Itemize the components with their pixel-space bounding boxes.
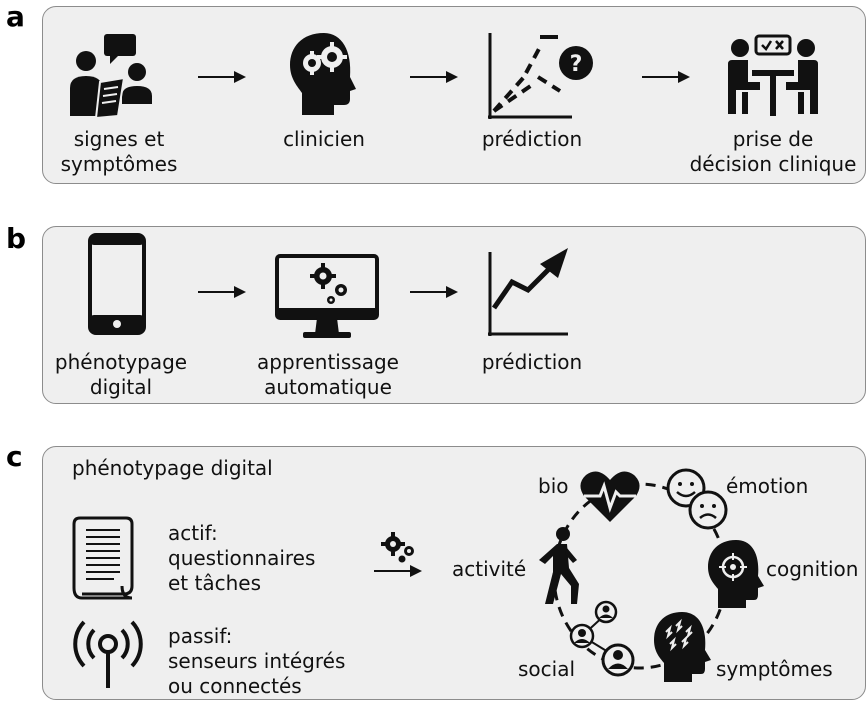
arrow-right-icon: [642, 71, 690, 83]
panel-b: [42, 226, 866, 404]
smartphone-icon: [88, 233, 146, 335]
walking-person-icon: [539, 527, 579, 604]
people-talking-icon: [70, 34, 152, 120]
arrow-right-icon: [410, 71, 458, 83]
cycle-label-bio: bio: [538, 474, 569, 498]
cycle-label-emotion: émotion: [726, 474, 809, 498]
step-label-signes-symptomes: signes et symptômes: [60, 127, 178, 176]
active-label: actif: questionnaires et tâches: [168, 521, 316, 595]
antenna-signal-icon: [73, 620, 143, 688]
arrow-right-icon: [198, 286, 246, 298]
panel-letter-c: c: [6, 440, 23, 473]
question-chart-icon: ?: [488, 33, 593, 119]
svg-text:?: ?: [570, 52, 583, 77]
step-label-apprentissage: apprentissage automatique: [257, 350, 399, 399]
step-label-prediction-b: prédiction: [481, 350, 583, 374]
passive-label: passif: senseurs intégrés ou connectés: [168, 624, 346, 698]
step-label-phenotypage-b: phénotypage digital: [54, 350, 188, 399]
step-label-prediction-a: prédiction: [481, 127, 583, 151]
step-label-clinicien: clinicien: [283, 127, 365, 151]
head-target-icon: [708, 540, 764, 608]
cycle-label-social: social: [518, 657, 576, 681]
panel-c-title: phénotypage digital: [72, 456, 273, 480]
head-gears-icon: [290, 33, 356, 115]
panel-letter-b: b: [6, 222, 27, 255]
gears-icon: [381, 532, 414, 563]
head-lightning-icon: [654, 612, 711, 682]
arrow-right-icon: [198, 71, 246, 83]
rising-chart-icon: [488, 248, 568, 336]
cycle-label-activite: activité: [452, 557, 527, 581]
monitor-gears-icon: [275, 254, 379, 338]
meeting-table-icon: [728, 34, 818, 116]
cycle-label-cognition: cognition: [766, 557, 859, 581]
arrow-right-icon: [374, 565, 422, 577]
arrow-right-icon: [410, 286, 458, 298]
panel-letter-a: a: [6, 0, 25, 33]
document-scroll-icon: [72, 516, 134, 600]
faces-icon: [666, 468, 728, 530]
step-label-prise-decision: prise de décision clinique: [689, 127, 857, 176]
cycle-label-symptomes: symptômes: [716, 657, 833, 681]
heart-pulse-icon: [580, 471, 640, 522]
network-people-icon: [569, 600, 635, 677]
